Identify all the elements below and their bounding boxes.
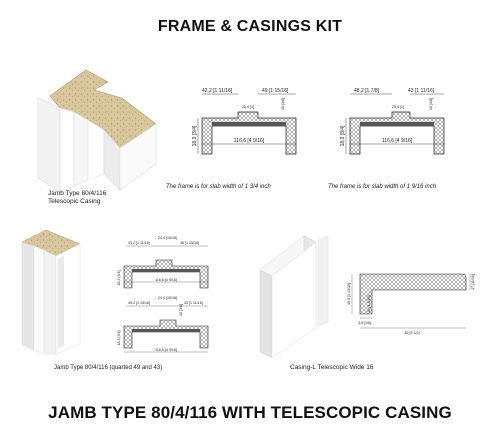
dim-inner: 25,4 [1] [242,105,254,109]
product1-caption: Jamb Type 80/4/116 Telescopic Casing [48,190,106,206]
dim-left: 46,5 [1 13/16] [347,283,351,305]
dim-top-right: 43 [1 11/16] [408,88,435,94]
product3-caption: Casing-L Telescopic Wide 16 [290,364,374,371]
dim-right: 17 [11/16] [471,274,475,290]
upper-dim-h: 18,3 [3/4] [117,271,121,286]
dim-width: 116,6 [4 9/16] [234,138,265,144]
dim-top-left: 42,2 [1 11/16] [202,88,233,94]
dim-top-left: 48,2 [1 7/8] [354,88,380,94]
dim-height: 18,3 [3/4] [192,125,198,146]
lower-dim-small: 10 [3/8] [179,304,183,316]
jamb-illustration [37,69,157,193]
footer-title: JAMB TYPE 80/4/116 WITH TELESCOPIC CASIN… [48,403,452,422]
lower-dim-h: 18,3 [3/4] [117,331,121,346]
lower-dim-c: 43 [1 11/16] [184,301,203,305]
upper-dim-w: 116,6 [4 9/16] [155,278,177,282]
dim-small: 3,5 [1/8] [358,321,371,325]
quarted-drawings: 43,2 [1 11/16] 24,4 [15/16] 46 [1 15/16]… [117,236,209,353]
lower-dim-w: 116,6 [4 9/16] [155,348,177,352]
dim-small: 10 [3/8] [281,98,285,110]
page-title: FRAME & CASINGS KIT [157,18,343,35]
jamb-quarted-illustration [21,229,81,355]
product1-caption-line1: Jamb Type 80/4/116 [48,190,107,197]
dim-small: 10 [3/8] [429,98,433,110]
frame-drawing-left: 42,2 [1 11/16] 49 [1 15/16] 25,4 [1] 10 … [192,88,297,155]
upper-dim-b: 24,4 [15/16] [158,236,177,240]
dim-width: 116,6 [4 9/16] [382,138,413,144]
drawing-right-note: The frame is for slab width of 1 9/16 in… [328,184,437,190]
product1-caption-line2: Telescopic Casing [48,198,101,205]
dim-top-right: 49 [1 15/16] [262,88,289,94]
casing-illustration [259,235,329,359]
dim-inner: 25,4 [1] [392,105,404,109]
dim-height: 18,3 [3/4] [340,125,346,146]
dim-inner: 30 [1 3/16] [367,296,371,313]
drawing-left-note: The frame is for slab width of 1 3/4 inc… [166,184,271,190]
casing-drawing: 46,5 [1 13/16] 17 [11/16] 30 [1 3/16] 3,… [347,273,475,335]
upper-dim-a: 43,2 [1 11/16] [128,241,150,245]
upper-dim-c: 46 [1 15/16] [180,241,199,245]
frame-drawing-right: 48,2 [1 7/8] 43 [1 11/16] 25,4 [1] 10 [3… [340,88,445,155]
lower-dim-b: 24,4 [15/16] [158,296,177,300]
dim-width: 89 [3 1/2] [405,331,420,335]
product2-caption: Jamb Type 80/4/116 (quarted 49 and 43) [54,365,163,371]
lower-dim-a: 49,2 [1 15/16] [128,301,150,305]
